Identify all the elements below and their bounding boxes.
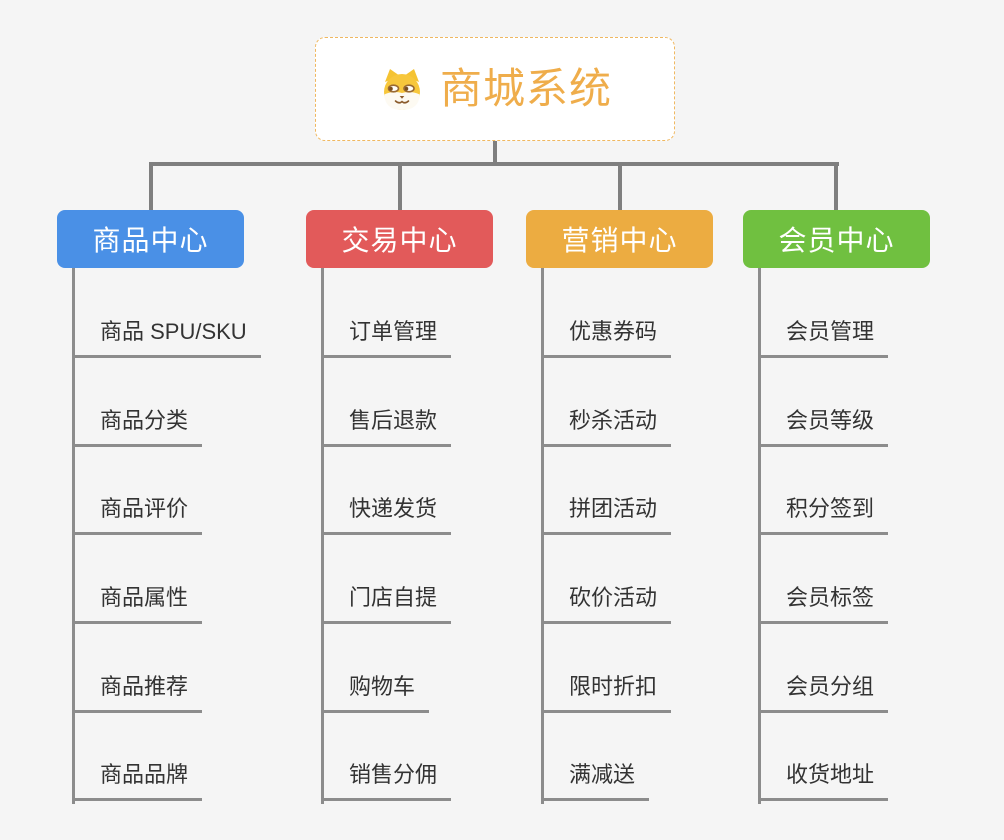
- leaf-node[interactable]: 积分签到: [758, 494, 889, 535]
- leaf-node[interactable]: 商品评价: [72, 494, 203, 535]
- leaf-node[interactable]: 会员管理: [758, 317, 889, 358]
- leaf-node[interactable]: 满减送: [541, 760, 650, 801]
- doge-icon: [383, 69, 420, 110]
- branch-column-product: 商品 SPU/SKU 商品分类 商品评价 商品属性 商品推荐 商品品牌: [57, 268, 317, 808]
- connector-root-stem: [493, 140, 497, 164]
- leaf-node[interactable]: 商品 SPU/SKU: [72, 317, 261, 358]
- leaf-node[interactable]: 砍价活动: [541, 583, 672, 624]
- leaf-node[interactable]: 购物车: [321, 672, 430, 713]
- leaf-node[interactable]: 会员标签: [758, 583, 889, 624]
- leaf-node[interactable]: 会员等级: [758, 406, 889, 447]
- branch-line-trade: [321, 268, 324, 804]
- leaf-node[interactable]: 商品品牌: [72, 760, 203, 801]
- leaf-node[interactable]: 拼团活动: [541, 494, 672, 535]
- branch-column-marketing: 优惠券码 秒杀活动 拼团活动 砍价活动 限时折扣 满减送: [526, 268, 786, 808]
- branch-line-product: [72, 268, 75, 804]
- leaf-node[interactable]: 限时折扣: [541, 672, 672, 713]
- branch-node-product[interactable]: 商品中心: [57, 210, 244, 268]
- leaf-node[interactable]: 快递发货: [321, 494, 452, 535]
- connector-drop-1: [149, 162, 153, 210]
- branch-line-marketing: [541, 268, 544, 804]
- connector-drop-4: [834, 162, 838, 210]
- root-title: 商城系统: [439, 65, 612, 112]
- connector-bus: [149, 162, 839, 166]
- branch-column-member: 会员管理 会员等级 积分签到 会员标签 会员分组 收货地址: [743, 268, 1003, 808]
- leaf-node[interactable]: 秒杀活动: [541, 406, 672, 447]
- leaf-node[interactable]: 会员分组: [758, 672, 889, 713]
- branch-node-marketing[interactable]: 营销中心: [526, 210, 713, 268]
- leaf-node[interactable]: 商品推荐: [72, 672, 203, 713]
- branch-node-member[interactable]: 会员中心: [743, 210, 930, 268]
- leaf-node[interactable]: 商品分类: [72, 406, 203, 447]
- leaf-node[interactable]: 订单管理: [321, 317, 452, 358]
- leaf-node[interactable]: 优惠券码: [541, 317, 672, 358]
- leaf-node[interactable]: 商品属性: [72, 583, 203, 624]
- leaf-node[interactable]: 收货地址: [758, 760, 889, 801]
- leaf-node[interactable]: 售后退款: [321, 406, 452, 447]
- root-node[interactable]: 商城系统: [315, 37, 675, 141]
- branch-node-trade[interactable]: 交易中心: [306, 210, 493, 268]
- branch-column-trade: 订单管理 售后退款 快递发货 门店自提 购物车 销售分佣: [306, 268, 566, 808]
- leaf-node[interactable]: 门店自提: [321, 583, 452, 624]
- connector-drop-3: [618, 162, 622, 210]
- connector-drop-2: [398, 162, 402, 210]
- branch-line-member: [758, 268, 761, 804]
- leaf-node[interactable]: 销售分佣: [321, 760, 452, 801]
